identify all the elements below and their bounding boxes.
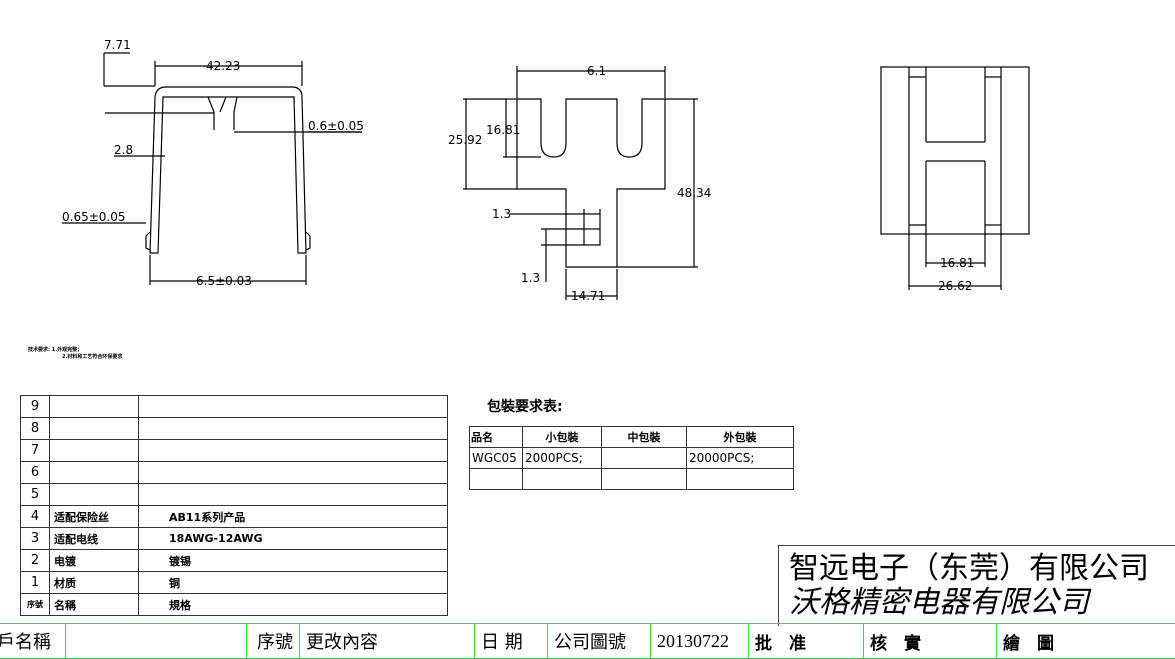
draw-label: 繪 圖 [996, 623, 1175, 659]
packaging-cell [601, 447, 687, 469]
packaging-header: 品名 [469, 426, 523, 448]
seq-label: 序號 [246, 623, 300, 659]
packaging-title: 包裝要求表: [487, 399, 563, 415]
bom-spec: AB11系列产品 [138, 505, 448, 528]
bom-no: 3 [20, 527, 50, 550]
bom-no: 6 [20, 461, 50, 484]
company-name-block: 智远电子（东莞）有限公司 沃格精密电器有限公司 [778, 545, 1175, 626]
dim-0-6: 0.6±0.05 [308, 119, 364, 133]
tech-requirements: 技术要求: 1.外观完整； 2.材料和工艺符合环保要求 [28, 347, 122, 361]
bom-name [49, 483, 139, 506]
dim-1-3-h: 1.3 [492, 207, 511, 221]
customer-label: 戶名稱 [0, 623, 66, 659]
bom-no: 1 [20, 571, 50, 594]
dim-1-3-v: 1.3 [521, 271, 540, 285]
customer-value [65, 623, 247, 659]
packaging-cell: 2000PCS; [522, 447, 602, 469]
bom-header-spec: 規格 [138, 593, 448, 616]
bom-no: 7 [20, 439, 50, 462]
bom-name [49, 461, 139, 484]
front-view-dims: 7.71 42.23 0.6±0.05 2.8 0.65±0.05 6.5±0.… [62, 38, 364, 288]
bom-no: 9 [20, 395, 50, 418]
bom-spec: 18AWG-12AWG [138, 527, 448, 550]
packaging-cell [601, 468, 687, 490]
dim-42-23: 42.23 [206, 59, 240, 73]
packaging-cell: 20000PCS; [686, 447, 794, 469]
drawing-no-label: 公司圖號 [547, 623, 651, 659]
bom-name [49, 395, 139, 418]
change-label: 更改內容 [299, 623, 475, 659]
packaging-cell [469, 468, 523, 490]
bom-header-row: 序號名稱規格 [20, 593, 448, 616]
dim-6-1: 6.1 [587, 64, 606, 78]
bom-name [49, 439, 139, 462]
dim-16-81: 16.81 [486, 123, 520, 137]
packaging-cell [686, 468, 794, 490]
company-line-2: 沃格精密电器有限公司 [789, 585, 1089, 620]
tech-item-1: 1.外观完整； [51, 347, 83, 353]
date-label: 日 期 [474, 623, 548, 659]
bom-no: 4 [20, 505, 50, 528]
bom-header-name: 名稱 [49, 593, 139, 616]
dim-6-5: 6.5±0.03 [196, 274, 252, 288]
bom-name: 材质 [49, 571, 139, 594]
dim-26-62: 26.62 [938, 279, 972, 293]
bom-spec [138, 395, 448, 418]
bom-spec [138, 417, 448, 440]
bom-row: 6 [20, 461, 448, 484]
dim-2-8: 2.8 [114, 143, 133, 157]
bom-spec: 镀锡 [138, 549, 448, 572]
packaging-header: 小包裝 [522, 426, 602, 448]
tech-item-2: 2.材料和工艺符合环保要求 [62, 354, 123, 360]
bom-row: 7 [20, 439, 448, 462]
bom-row: 5 [20, 483, 448, 506]
unfolded-view-dims: 6.1 25.92 16.81 48.34 1.3 1.3 14.71 [448, 64, 711, 303]
company-line-1: 智远电子（东莞）有限公司 [789, 551, 1149, 586]
packaging-cell: WGC05 [469, 447, 523, 469]
dim-0-65: 0.65±0.05 [62, 210, 126, 224]
bom-row: 9 [20, 395, 448, 418]
bom-name: 电镀 [49, 549, 139, 572]
dim-25-92: 25.92 [448, 133, 482, 147]
bom-spec [138, 439, 448, 462]
bom-spec [138, 461, 448, 484]
bom-no: 5 [20, 483, 50, 506]
unfolded-view [463, 66, 698, 300]
tech-label: 技术要求: [28, 347, 50, 353]
dim-14-71: 14.71 [571, 289, 605, 303]
bom-no: 2 [20, 549, 50, 572]
bom-row: 8 [20, 417, 448, 440]
dim-48-34: 48.34 [677, 186, 711, 200]
bom-name [49, 417, 139, 440]
packaging-header: 外包裝 [686, 426, 794, 448]
check-label: 核 實 [863, 623, 997, 659]
drawing-no: 20130722 [650, 623, 749, 659]
packaging-cell [522, 468, 602, 490]
bom-header-no: 序號 [20, 593, 50, 616]
bom-spec [138, 483, 448, 506]
packaging-header: 中包裝 [601, 426, 687, 448]
bom-no: 8 [20, 417, 50, 440]
packaging-row [469, 468, 794, 490]
top-view-dims: 16.81 26.62 [938, 256, 974, 293]
top-view [880, 66, 1030, 290]
bom-name: 适配电线 [49, 527, 139, 550]
bom-spec: 铜 [138, 571, 448, 594]
front-view [62, 52, 362, 285]
bom-name: 适配保险丝 [49, 505, 139, 528]
dim-16-81-top: 16.81 [940, 256, 974, 270]
title-block: 戶名稱 序號 更改內容 日 期 公司圖號 20130722 批 准 核 實 繪 … [0, 623, 1175, 659]
dim-7-71: 7.71 [104, 38, 131, 52]
approve-label: 批 准 [748, 623, 864, 659]
